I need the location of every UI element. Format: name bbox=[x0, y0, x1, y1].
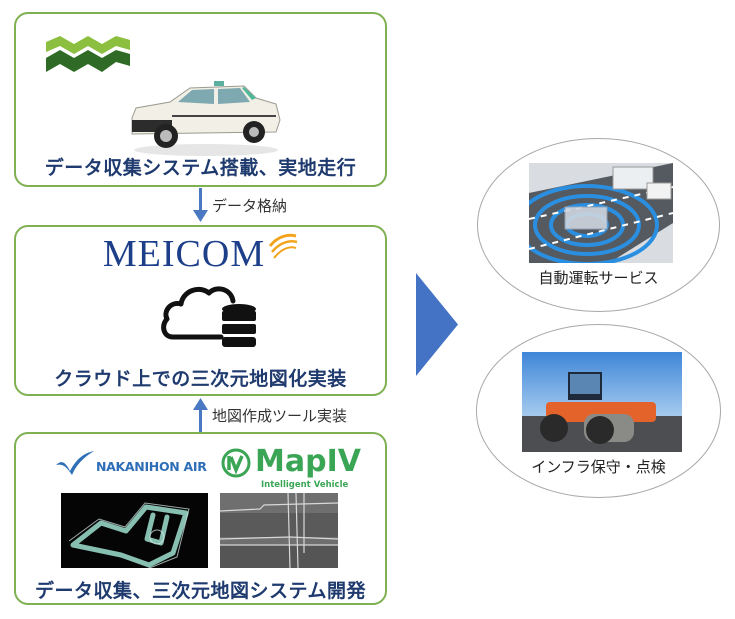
cloud-mapping-box: MEICOM クラウド上での三次元地図化実装 bbox=[14, 225, 387, 396]
map-system-development-box: NAKANIHON AIR MapIV Intelligent Vehicle bbox=[14, 432, 387, 605]
autonomous-driving-service: 自動運転サービス bbox=[477, 138, 720, 312]
meicom-swoosh-icon bbox=[268, 233, 298, 259]
arrow-up-icon bbox=[193, 398, 208, 410]
mapiv-tagline: Intelligent Vehicle bbox=[261, 480, 349, 490]
storage-connector-line bbox=[199, 188, 202, 214]
nakanihon-logo-text: NAKANIHON AIR bbox=[96, 459, 207, 474]
vehicle-box-caption: データ収集システム搭載、実地走行 bbox=[44, 157, 357, 179]
map-tool-label: 地図作成ツール実装 bbox=[212, 407, 348, 425]
flow-arrow-right-icon bbox=[416, 273, 458, 376]
nakanihon-bird-icon bbox=[56, 451, 94, 475]
infrastructure-maintenance-service: インフラ保守・点検 bbox=[476, 324, 721, 498]
cloud-database-icon bbox=[161, 286, 256, 347]
road-roller-image bbox=[522, 352, 682, 452]
tooling-connector-line bbox=[199, 408, 202, 432]
meicom-logo-text: MEICOM bbox=[102, 233, 266, 275]
mapiv-logo: MapIV Intelligent Vehicle bbox=[221, 444, 371, 494]
development-box-caption: データ収集、三次元地図システム開発 bbox=[35, 580, 366, 602]
infrastructure-maintenance-label: インフラ保守・点検 bbox=[531, 458, 666, 476]
cloud-box-caption: クラウド上での三次元地図化実装 bbox=[54, 368, 347, 390]
autonomous-vehicle-image bbox=[529, 163, 673, 263]
arrow-down-icon bbox=[193, 210, 208, 222]
nakanihon-air-logo: NAKANIHON AIR bbox=[54, 449, 214, 479]
lidar-pointcloud-image bbox=[61, 493, 208, 568]
mapiv-logo-text: MapIV bbox=[255, 444, 361, 479]
taxi-car-image bbox=[131, 81, 281, 156]
meicom-logo: MEICOM bbox=[16, 233, 385, 275]
gray-3d-map-image bbox=[220, 493, 338, 568]
autonomous-driving-label: 自動運転サービス bbox=[538, 269, 659, 287]
data-storage-label: データ格納 bbox=[212, 197, 288, 215]
vehicle-data-collection-box: データ収集システム搭載、実地走行 bbox=[14, 12, 387, 187]
mapiv-circle-icon bbox=[221, 448, 251, 478]
mountain-chevron-logo-icon bbox=[46, 36, 130, 72]
